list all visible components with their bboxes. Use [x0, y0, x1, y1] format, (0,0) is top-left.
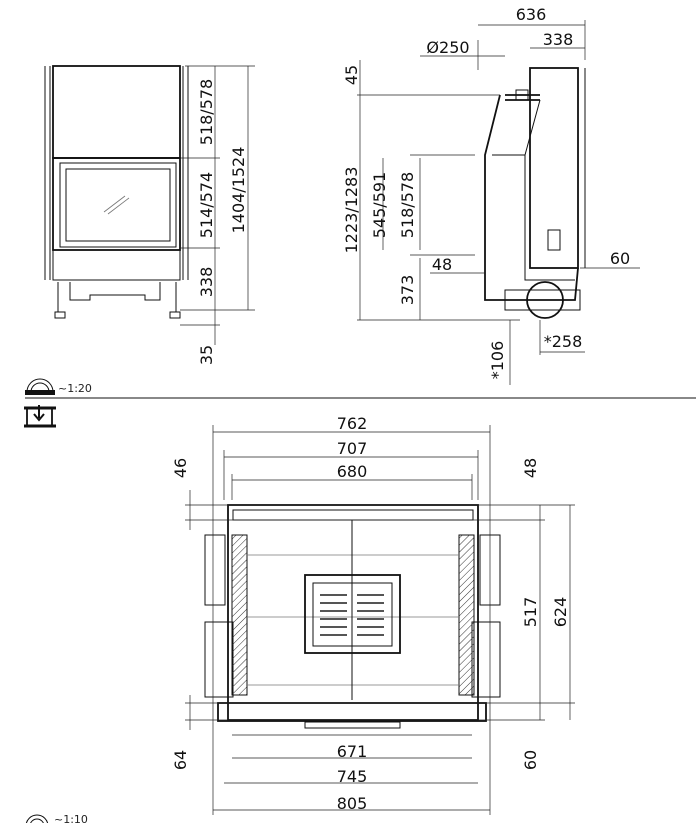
- dim-flue-height: 1223/1283: [342, 167, 361, 254]
- front-view: 518/578 514/574 338 35 1404/1524: [44, 65, 255, 365]
- dim-air-inlet-offset: *258: [544, 332, 583, 351]
- scale-label-bottom: ~1:10: [54, 813, 88, 823]
- dim-745: 745: [337, 767, 368, 786]
- dim-opening-outer: 545/591: [370, 172, 389, 238]
- dim-depth: 636: [516, 5, 547, 24]
- dim-46: 46: [171, 458, 190, 478]
- dim-front-depth: 48: [432, 255, 452, 274]
- dim-base: 373: [398, 275, 417, 306]
- dim-flue-offset: 338: [543, 30, 574, 49]
- elevation-scale-icon: [25, 390, 55, 395]
- dim-671: 671: [337, 742, 368, 761]
- dim-64: 64: [171, 750, 190, 770]
- dim-60: 60: [521, 750, 540, 770]
- dim-upper-height: 518/578: [197, 79, 216, 145]
- dim-opening-inner: 518/578: [398, 172, 417, 238]
- scale-label-top: ~1:20: [58, 382, 92, 395]
- dim-48: 48: [521, 458, 540, 478]
- dim-glass-height: 514/574: [197, 172, 216, 238]
- dim-680: 680: [337, 462, 368, 481]
- detail-scale-icon: [25, 814, 49, 823]
- dim-total-height: 1404/1524: [229, 147, 248, 234]
- dim-air-inlet-height: *106: [488, 341, 507, 380]
- side-view: 45 1223/1283 545/591 518/578 373 48 636 …: [342, 5, 640, 385]
- dim-top-gap: 45: [342, 65, 361, 85]
- scale-top: ~1:20: [25, 378, 92, 395]
- dim-foot: 35: [197, 345, 216, 365]
- scale-bottom: ~1:10: [25, 813, 88, 823]
- dim-805: 805: [337, 794, 368, 813]
- dim-707: 707: [337, 439, 368, 458]
- dim-rear-offset: 60: [610, 249, 630, 268]
- dim-624: 624: [551, 597, 570, 628]
- dim-517: 517: [521, 597, 540, 628]
- dim-base-height: 338: [197, 267, 216, 298]
- plan-view: 762 707 680 46 48 517 624 671 745 805 64…: [171, 414, 575, 815]
- dim-flue-diameter: Ø250: [426, 38, 469, 57]
- plan-view-icon: [24, 405, 56, 428]
- dim-762: 762: [337, 414, 368, 433]
